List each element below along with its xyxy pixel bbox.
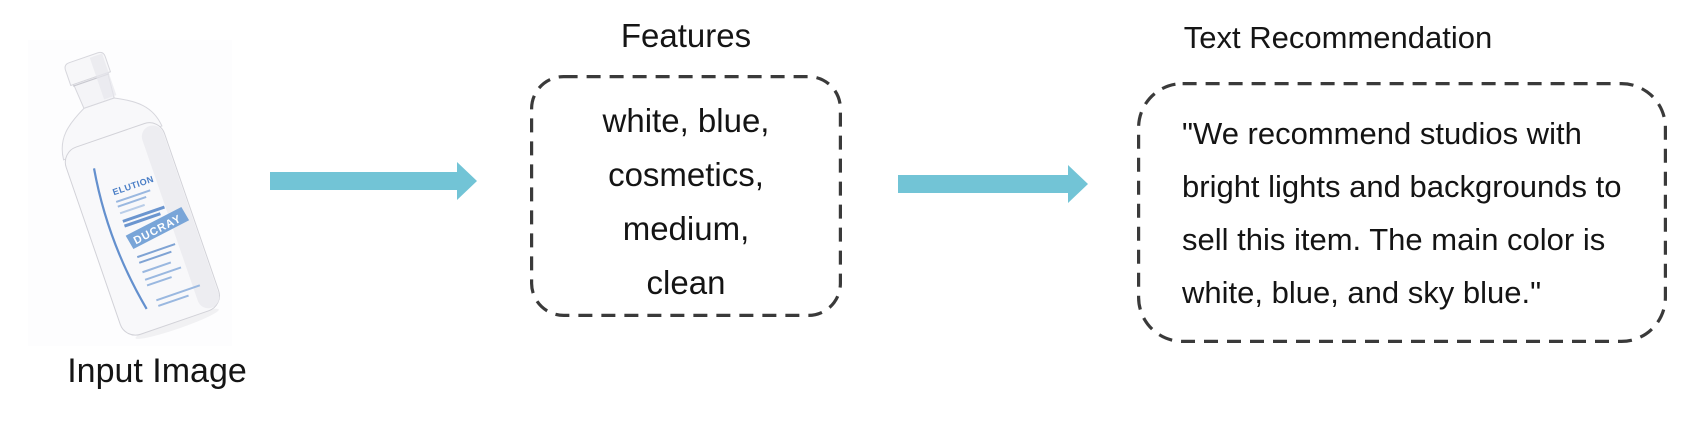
feature-line: cosmetics,	[608, 156, 764, 193]
dashed-border	[1137, 82, 1667, 343]
input-image-label: Input Image	[67, 352, 247, 390]
recommendation-line: white, blue, and sky blue."	[1182, 275, 1542, 310]
flow-arrow-icon-1	[270, 162, 477, 200]
dashed-border	[530, 75, 842, 317]
label-swoosh	[92, 168, 148, 310]
feature-line: clean	[646, 264, 726, 301]
bottle-group: ELUTION DUCRAY	[61, 51, 220, 339]
feature-line: medium,	[622, 210, 750, 247]
features-box: white, blue, cosmetics, medium, clean	[530, 75, 842, 317]
product-input-image: ELUTION DUCRAY	[28, 40, 232, 346]
recommendation-line: "We recommend studios with	[1182, 116, 1582, 151]
features-title: Features	[620, 17, 752, 54]
recommendation-line: bright lights and backgrounds to	[1182, 169, 1622, 204]
shampoo-bottle-icon: ELUTION DUCRAY	[28, 40, 232, 346]
recommendation-box: "We recommend studios with bright lights…	[1137, 82, 1667, 343]
recommendation-text: "We recommend studios with bright lights…	[1137, 82, 1667, 319]
recommendation-title: Text Recommendation	[1183, 20, 1493, 55]
features-text: white, blue, cosmetics, medium, clean	[530, 75, 842, 310]
recommendation-line: sell this item. The main color is	[1182, 222, 1606, 257]
arrow-right-shape	[898, 165, 1088, 203]
flow-arrow-icon-2	[898, 165, 1088, 203]
arrow-right-shape	[270, 162, 477, 200]
feature-line: white, blue,	[602, 102, 770, 139]
